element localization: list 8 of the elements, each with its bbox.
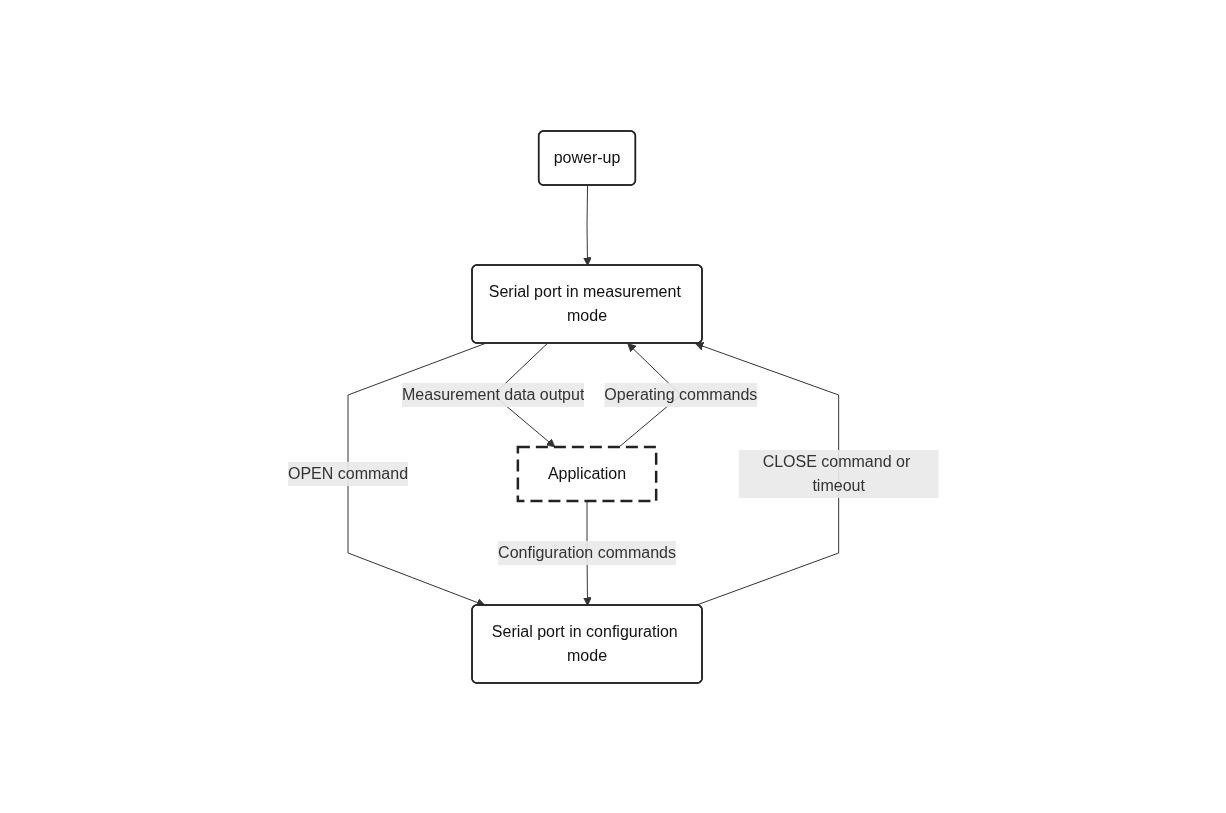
edge-label: OPEN command: [287, 464, 408, 482]
arrow: [694, 341, 839, 606]
edge-label: Operating commands: [604, 385, 757, 403]
arrow: [582, 184, 592, 266]
edge-label: CLOSE command or timeout: [762, 452, 910, 494]
node-box: Application: [516, 445, 658, 502]
edge-label: Configuration commands: [497, 543, 676, 561]
edge-label: Measurement data output: [401, 385, 585, 403]
